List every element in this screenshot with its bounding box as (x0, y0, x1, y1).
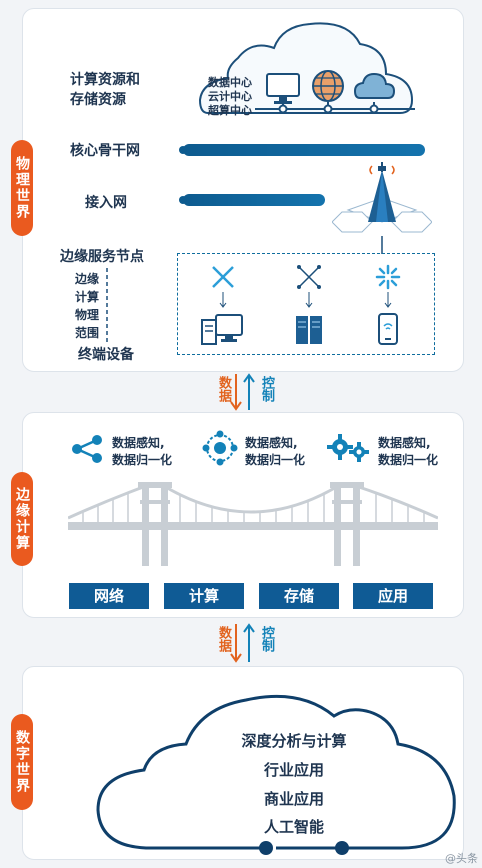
edge-nodes-label: 边缘服务节点 (60, 249, 144, 265)
tile-storage: 存储 (259, 583, 339, 609)
connector2-up-arrow (243, 623, 255, 662)
cloud-item-deep-analysis: 深度分析与计算 (241, 732, 347, 750)
compute-storage-label: 计算资源和 存储资源 (70, 72, 140, 108)
share-icon (72, 435, 102, 463)
connector2-data: 数据 (216, 626, 231, 652)
connector1-control: 控制 (259, 376, 274, 402)
monitor-icon (266, 73, 300, 104)
bridge-illustration (68, 482, 438, 566)
perception-2-line2: 数据归一化 (245, 453, 306, 467)
connector1-down-arrow (230, 374, 242, 411)
edge-icon-connectors (219, 292, 392, 308)
access-label: 接入网 (85, 195, 127, 211)
digital-world-tag: 数字世界 (11, 714, 33, 810)
edge-scope-4: 范围 (75, 326, 100, 340)
edge-scope-2: 计算 (75, 290, 100, 304)
edge-computing-tag: 边缘计算 (11, 472, 33, 566)
computer-terminal-icon (201, 314, 243, 345)
cloud-item-ai: 人工智能 (263, 818, 324, 836)
edge-scope-bracket (106, 268, 108, 342)
backbone-bar (179, 144, 425, 156)
watermark: @头条 (445, 852, 478, 865)
perception-3-line2: 数据归一化 (378, 453, 439, 467)
edge-node-box (177, 253, 435, 355)
cell-tower-icon (332, 162, 432, 233)
backbone-label: 核心骨干网 (70, 143, 140, 159)
tile-network: 网络 (69, 583, 149, 609)
server-icon (296, 316, 322, 344)
cross-arrows-icon (212, 266, 234, 288)
phone-icon (378, 313, 398, 345)
physical-world-tag: 物理世界 (11, 140, 33, 236)
globe-icon (312, 70, 344, 102)
connector2-down-arrow (230, 624, 242, 663)
perception-1-line1: 数据感知, (112, 436, 165, 450)
connector1-up-arrow (243, 373, 255, 410)
terminal-label: 终端设备 (78, 347, 134, 363)
tile-application: 应用 (353, 583, 433, 609)
cloud-item-business-apps: 商业应用 (263, 790, 324, 808)
perception-2-line1: 数据感知, (245, 436, 298, 450)
edge-scope-1: 边缘 (75, 272, 100, 286)
digital-cloud (96, 694, 456, 855)
burst-icon (375, 264, 401, 290)
cloud-item-industry-apps: 行业应用 (263, 761, 324, 779)
dc-label-1: 数据中心 (208, 76, 252, 89)
dc-label-2: 云计中心 (208, 90, 252, 103)
dc-connector-line (255, 102, 415, 114)
gears-icon (327, 434, 369, 462)
switch-arrows-icon (297, 265, 321, 289)
tile-compute: 计算 (164, 583, 244, 609)
cloud-icon (353, 72, 396, 99)
perception-3-line1: 数据感知, (378, 436, 431, 450)
access-bar (179, 194, 325, 206)
perception-1-line2: 数据归一化 (112, 453, 173, 467)
dc-label-3: 超算中心 (208, 104, 252, 117)
network-node-icon (202, 430, 238, 466)
tower-down-line (381, 236, 383, 254)
connector1-data: 数据 (216, 376, 231, 402)
edge-scope-3: 物理 (75, 308, 100, 322)
connector2-control: 控制 (259, 626, 274, 652)
